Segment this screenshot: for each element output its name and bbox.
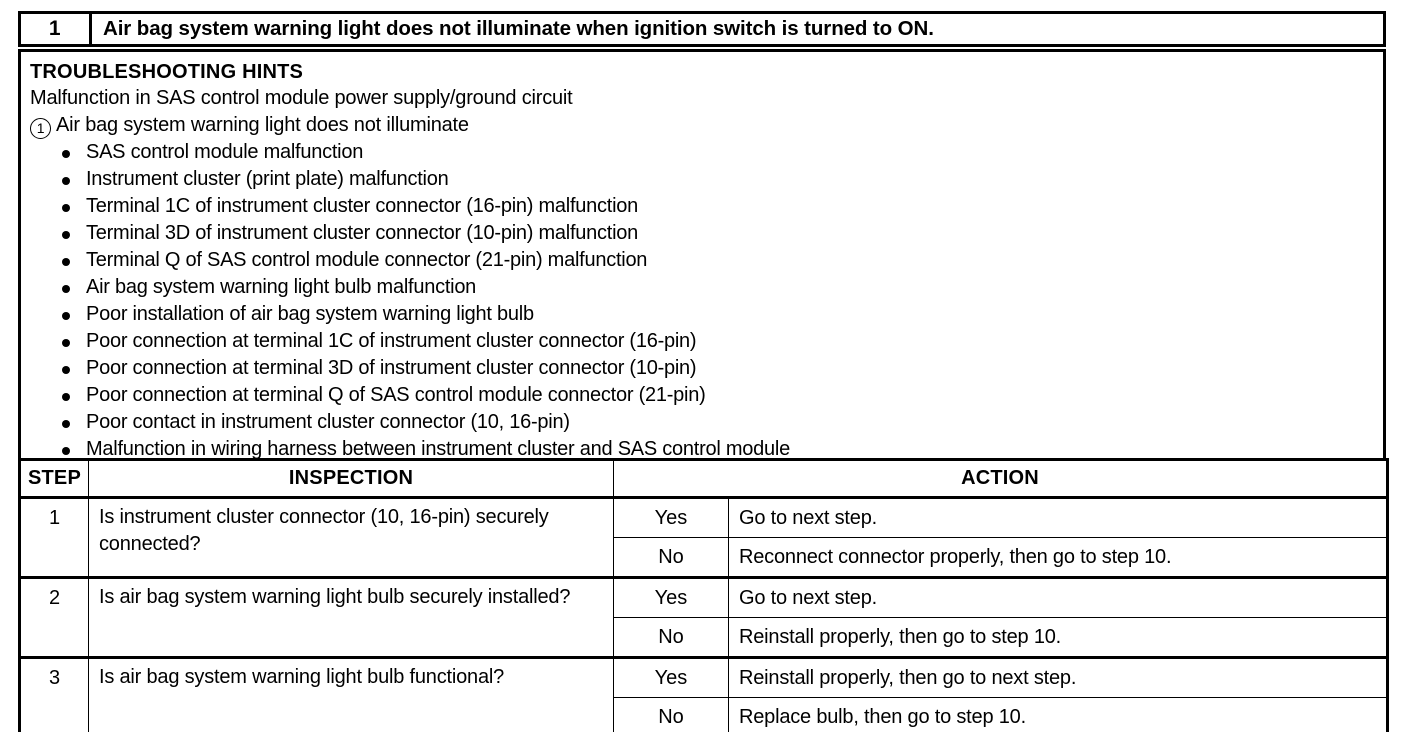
list-item: Poor connection at terminal Q of SAS con… bbox=[62, 382, 1383, 409]
bullet-icon bbox=[62, 393, 70, 401]
table-row: 3 Is air bag system warning light bulb f… bbox=[18, 656, 1389, 732]
hints-circled-line: 1 Air bag system warning light does not … bbox=[30, 112, 1383, 139]
judgement-label: No bbox=[613, 697, 729, 732]
procedure-table: STEP INSPECTION ACTION 1 Is instrument c… bbox=[18, 458, 1389, 732]
list-item-label: Terminal Q of SAS control module connect… bbox=[86, 249, 648, 271]
troubleshooting-hints-box: TROUBLESHOOTING HINTS Malfunction in SAS… bbox=[18, 49, 1386, 460]
list-item-label: Poor connection at terminal Q of SAS con… bbox=[86, 384, 706, 406]
bullet-icon bbox=[62, 231, 70, 239]
list-item: Terminal 3D of instrument cluster connec… bbox=[62, 220, 1383, 247]
list-item: Poor connection at terminal 1C of instru… bbox=[62, 328, 1383, 355]
judgement-label: Yes bbox=[613, 656, 729, 698]
list-item: Malfunction in wiring harness between in… bbox=[62, 436, 1383, 463]
table-row: No Reconnect connector properly, then go… bbox=[20, 537, 1389, 578]
action-text: Go to next step. bbox=[728, 496, 1389, 538]
bullet-icon bbox=[62, 177, 70, 185]
list-item-label: Terminal 1C of instrument cluster connec… bbox=[86, 195, 639, 217]
judgement-label: Yes bbox=[613, 496, 729, 538]
inspection-text: Is air bag system warning light bulb sec… bbox=[88, 576, 614, 658]
list-item-label: Poor contact in instrument cluster conne… bbox=[86, 411, 570, 433]
symptom-number: 1 bbox=[21, 14, 92, 44]
circled-number-icon: 1 bbox=[30, 117, 51, 139]
bullet-icon bbox=[62, 447, 70, 455]
list-item: Poor connection at terminal 3D of instru… bbox=[62, 355, 1383, 382]
symptom-header-row: 1 Air bag system warning light does not … bbox=[18, 11, 1386, 47]
table-row: 2 Is air bag system warning light bulb s… bbox=[18, 576, 1389, 658]
bullet-icon bbox=[62, 204, 70, 212]
bullet-icon bbox=[62, 339, 70, 347]
bullet-icon bbox=[62, 420, 70, 428]
list-item-label: Terminal 3D of instrument cluster connec… bbox=[86, 222, 639, 244]
list-item: Poor installation of air bag system warn… bbox=[62, 301, 1383, 328]
table-header-row: STEP INSPECTION ACTION bbox=[18, 458, 1389, 499]
list-item: Instrument cluster (print plate) malfunc… bbox=[62, 166, 1383, 193]
column-header-inspection: INSPECTION bbox=[88, 458, 614, 499]
table-row: No Reinstall properly, then go to step 1… bbox=[20, 617, 1389, 658]
judgement-label: No bbox=[613, 617, 729, 658]
judgement-label: No bbox=[613, 537, 729, 578]
list-item-label: Air bag system warning light bulb malfun… bbox=[86, 276, 477, 298]
hints-circled-text: Air bag system warning light does not il… bbox=[56, 114, 469, 136]
hints-heading: TROUBLESHOOTING HINTS bbox=[30, 61, 304, 83]
action-text: Reconnect connector properly, then go to… bbox=[728, 537, 1389, 578]
list-item: Poor contact in instrument cluster conne… bbox=[62, 409, 1383, 436]
hints-list: SAS control module malfunction Instrumen… bbox=[30, 139, 1383, 463]
step-number: 3 bbox=[18, 656, 89, 732]
list-item: Terminal Q of SAS control module connect… bbox=[62, 247, 1383, 274]
bullet-icon bbox=[62, 258, 70, 266]
step-number: 1 bbox=[18, 496, 89, 578]
table-row: No Replace bulb, then go to step 10. bbox=[20, 697, 1389, 732]
column-header-action: ACTION bbox=[613, 458, 1389, 499]
step-number: 2 bbox=[18, 576, 89, 658]
inspection-text: Is instrument cluster connector (10, 16-… bbox=[88, 496, 614, 578]
list-item: Terminal 1C of instrument cluster connec… bbox=[62, 193, 1383, 220]
judgement-label: Yes bbox=[613, 576, 729, 618]
bullet-icon bbox=[62, 312, 70, 320]
symptom-description: Air bag system warning light does not il… bbox=[103, 17, 934, 40]
action-text: Reinstall properly, then go to next step… bbox=[728, 656, 1389, 698]
list-item-label: Poor connection at terminal 1C of instru… bbox=[86, 330, 697, 352]
hints-subtitle: Malfunction in SAS control module power … bbox=[30, 87, 573, 109]
list-item: Air bag system warning light bulb malfun… bbox=[62, 274, 1383, 301]
action-text: Reinstall properly, then go to step 10. bbox=[728, 617, 1389, 658]
table-row: 1 Is instrument cluster connector (10, 1… bbox=[18, 496, 1389, 578]
action-text: Replace bulb, then go to step 10. bbox=[728, 697, 1389, 732]
list-item-label: Instrument cluster (print plate) malfunc… bbox=[86, 168, 449, 190]
bullet-icon bbox=[62, 366, 70, 374]
inspection-text: Is air bag system warning light bulb fun… bbox=[88, 656, 614, 732]
list-item-label: Poor installation of air bag system warn… bbox=[86, 303, 534, 325]
action-text: Go to next step. bbox=[728, 576, 1389, 618]
list-item-label: SAS control module malfunction bbox=[86, 141, 364, 163]
list-item-label: Malfunction in wiring harness between in… bbox=[86, 438, 790, 460]
bullet-icon bbox=[62, 150, 70, 158]
list-item-label: Poor connection at terminal 3D of instru… bbox=[86, 357, 697, 379]
column-header-step: STEP bbox=[18, 458, 89, 499]
list-item: SAS control module malfunction bbox=[62, 139, 1383, 166]
bullet-icon bbox=[62, 285, 70, 293]
